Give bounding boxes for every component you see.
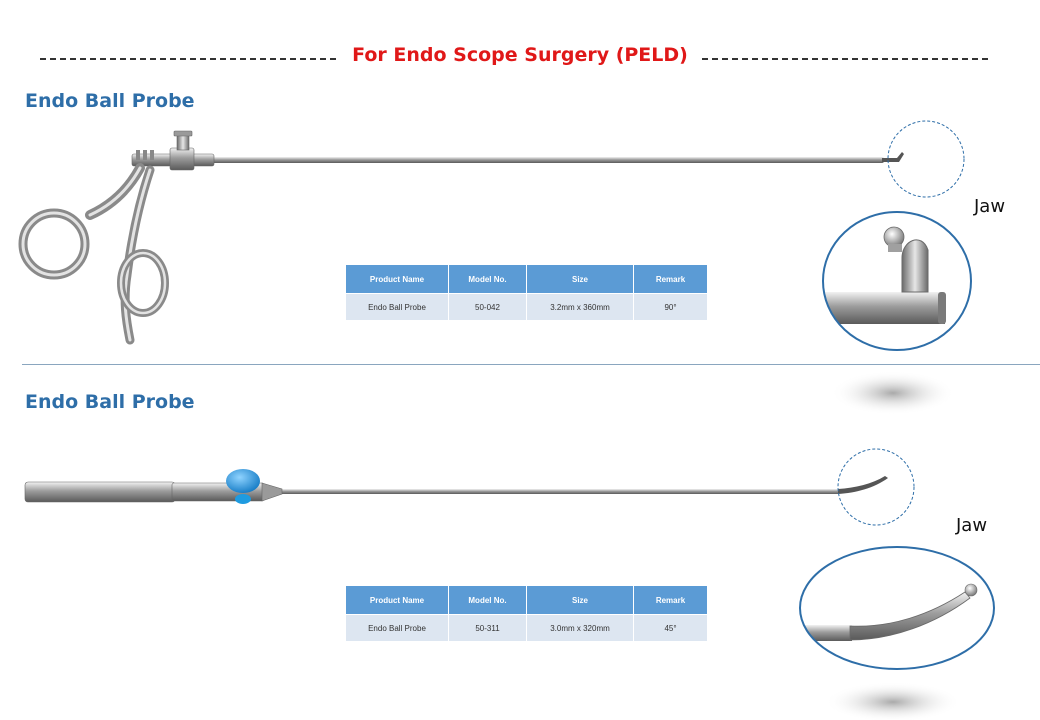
tip-highlight-circle-2 bbox=[837, 448, 915, 526]
tip-highlight-circle-1 bbox=[887, 120, 965, 198]
col-remark: Remark bbox=[633, 585, 708, 615]
header-dash-left bbox=[40, 58, 336, 60]
jaw-detail-icon bbox=[822, 211, 972, 351]
col-model-no: Model No. bbox=[448, 585, 527, 615]
cell-remark: 45° bbox=[633, 614, 708, 642]
cell-product-name: Endo Ball Probe bbox=[345, 614, 449, 642]
cell-remark: 90° bbox=[633, 293, 708, 321]
col-product-name: Product Name bbox=[345, 585, 449, 615]
spec-table-1: Product Name Model No. Size Remark Endo … bbox=[345, 264, 708, 321]
col-remark: Remark bbox=[633, 264, 708, 294]
jaw-shadow-1 bbox=[831, 371, 955, 415]
section-title-1: Endo Ball Probe bbox=[25, 90, 195, 112]
cell-product-name: Endo Ball Probe bbox=[345, 293, 449, 321]
cell-model-no: 50-311 bbox=[448, 614, 527, 642]
col-model-no: Model No. bbox=[448, 264, 527, 294]
jaw-label-1: Jaw bbox=[974, 196, 1006, 217]
table-row: Endo Ball Probe 50-042 3.2mm x 360mm 90° bbox=[345, 293, 708, 321]
col-size: Size bbox=[526, 585, 634, 615]
section-title-2: Endo Ball Probe bbox=[25, 391, 195, 413]
spec-table-2: Product Name Model No. Size Remark Endo … bbox=[345, 585, 708, 642]
table-row: Endo Ball Probe 50-311 3.0mm x 320mm 45° bbox=[345, 614, 708, 642]
jaw-detail-icon-2 bbox=[799, 546, 995, 670]
cell-size: 3.2mm x 360mm bbox=[526, 293, 634, 321]
section-divider bbox=[22, 364, 1040, 365]
cell-model-no: 50-042 bbox=[448, 293, 527, 321]
cell-size: 3.0mm x 320mm bbox=[526, 614, 634, 642]
straight-handle-instrument-icon bbox=[24, 469, 888, 504]
col-product-name: Product Name bbox=[345, 264, 449, 294]
col-size: Size bbox=[526, 264, 634, 294]
spec-table-header: Product Name Model No. Size Remark bbox=[345, 264, 708, 294]
page-title: For Endo Scope Surgery (PELD) bbox=[0, 44, 1040, 66]
header-dash-right bbox=[672, 58, 988, 60]
jaw-label-2: Jaw bbox=[956, 515, 988, 536]
spec-table-header: Product Name Model No. Size Remark bbox=[345, 585, 708, 615]
jaw-shadow-2 bbox=[825, 682, 961, 720]
scissor-handle-instrument-icon bbox=[18, 130, 904, 345]
